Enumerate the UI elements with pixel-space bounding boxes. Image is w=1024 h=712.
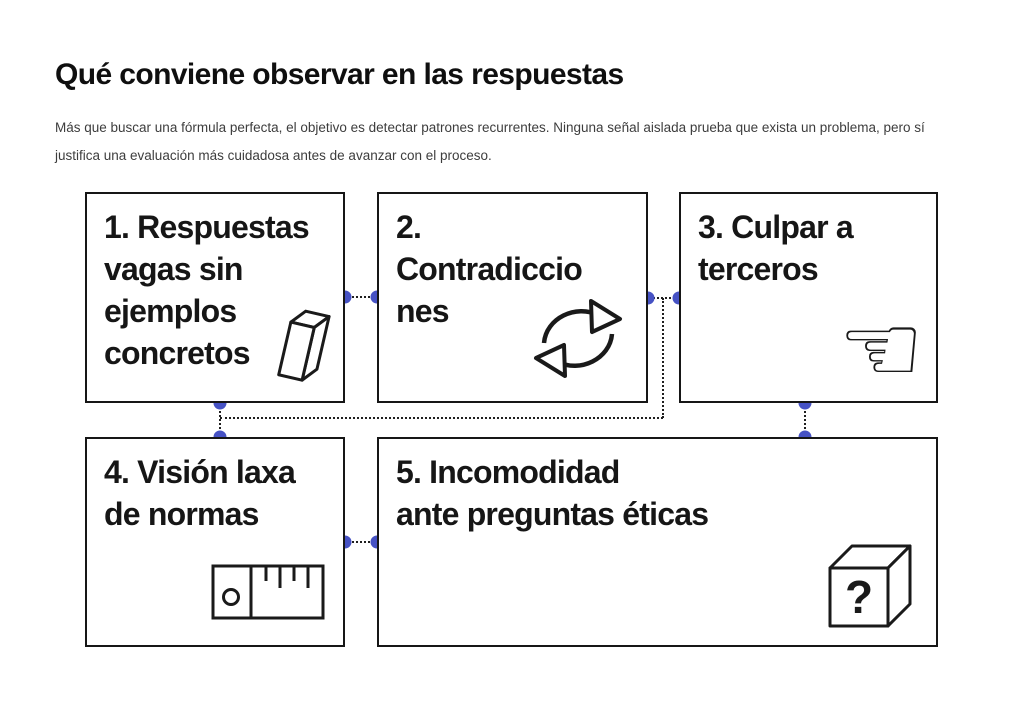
diagram-box-incomodidad-etica[interactable]: 5. Incomodidad ante preguntas éticas ?: [377, 437, 938, 647]
connector-1-2: [345, 296, 377, 298]
prism-icon: [277, 296, 335, 391]
box-label: 4. Visión laxa de normas: [104, 454, 296, 532]
box-label: 2. Contradiccio nes: [396, 209, 583, 329]
diagram-box-culpar-terceros[interactable]: 3. Culpar a terceros ☜: [679, 192, 938, 403]
diagram-box-contradicciones[interactable]: 2. Contradiccio nes: [377, 192, 648, 403]
pointing-hand-icon: ☜: [838, 301, 924, 397]
diagram-box-vision-laxa[interactable]: 4. Visión laxa de normas: [85, 437, 345, 647]
question-mark-glyph: ?: [844, 571, 874, 623]
diagram-box-respuestas-vagas[interactable]: 1. Respuestas vagas sin ejemplos concret…: [85, 192, 345, 403]
ruler-icon: [211, 564, 325, 625]
connector-1-4: [219, 403, 221, 437]
cycle-arrows-icon: [528, 291, 628, 391]
connector-down-from-2-3: [662, 298, 664, 418]
question-cube-icon: ?: [820, 537, 916, 631]
box-label: 1. Respuestas vagas sin ejemplos concret…: [104, 209, 310, 371]
box-label: 3. Culpar a terceros: [698, 209, 854, 287]
connector-row-return: [220, 417, 663, 419]
box-label: 5. Incomodidad ante preguntas éticas: [396, 454, 709, 532]
pointing-hand-glyph: ☜: [837, 293, 924, 405]
intro-paragraph: Más que buscar una fórmula perfecta, el …: [55, 119, 925, 163]
connector-4-5: [345, 541, 377, 543]
page-title: Qué conviene observar en las respuestas: [55, 58, 624, 92]
connector-3-5: [804, 403, 806, 437]
